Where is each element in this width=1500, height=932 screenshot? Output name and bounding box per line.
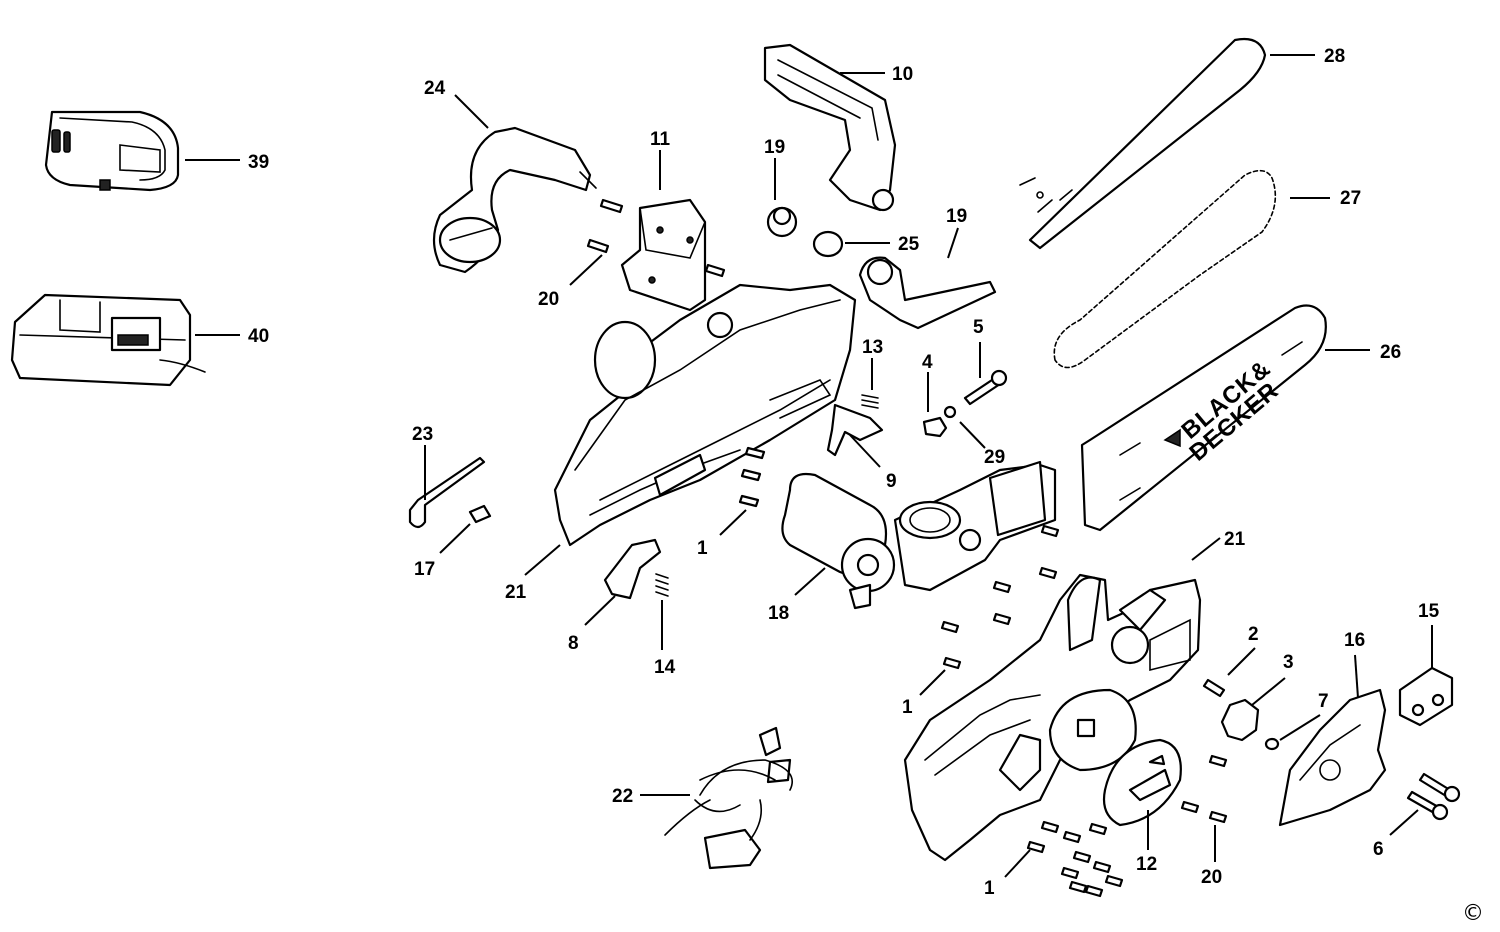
bar-nut-part [1398, 666, 1454, 727]
callout-2: 2 [1248, 624, 1259, 645]
callout-12: 12 [1136, 854, 1157, 875]
callout-1-middle: 1 [902, 697, 913, 718]
front-handle-part [432, 126, 597, 274]
callout-16: 16 [1344, 630, 1365, 651]
callout-18: 18 [768, 603, 789, 624]
callout-24: 24 [424, 78, 446, 99]
callout-20-left: 20 [538, 289, 559, 310]
small-washer-part [1264, 737, 1280, 751]
housing-half-part [903, 573, 1202, 862]
nut-part [922, 416, 948, 438]
bolt-part [963, 369, 1008, 406]
side-cover-part [1278, 688, 1387, 827]
callout-1-upper: 1 [697, 538, 708, 559]
switch-wiring-part [664, 726, 793, 870]
sprocket-part [1220, 698, 1260, 742]
oil-cap-lever-part [858, 256, 997, 330]
callout-7: 7 [1318, 691, 1329, 712]
callout-40: 40 [248, 326, 269, 347]
guide-bar-lower-part [1080, 304, 1327, 532]
chain-brake-guard-part [763, 43, 897, 212]
callout-29: 29 [984, 447, 1005, 468]
callout-6: 6 [1373, 839, 1384, 860]
callout-1-lower: 1 [984, 878, 995, 899]
callout-25: 25 [898, 234, 920, 255]
callout-23: 23 [412, 424, 433, 445]
callout-22: 22 [612, 786, 633, 807]
washer-part [943, 405, 957, 419]
callout-19-knob: 19 [764, 137, 785, 158]
sprocket-cover-part [1102, 738, 1182, 827]
small-clip-part [468, 504, 492, 524]
callout-13: 13 [862, 337, 883, 358]
loose-screws [738, 446, 1228, 898]
callout-3: 3 [1283, 652, 1294, 673]
saw-chain-part [1053, 169, 1277, 369]
callout-10: 10 [892, 64, 913, 85]
cover-block-part [620, 198, 707, 312]
hex-key-part [408, 456, 486, 529]
callout-labels: 39 40 24 11 10 19 25 19 28 27 26 20 13 4… [248, 46, 1440, 899]
spring-part [861, 394, 879, 409]
battery-pack-part [44, 110, 180, 192]
knob-part [766, 206, 798, 238]
callout-20-right: 20 [1201, 867, 1222, 888]
callout-11: 11 [650, 129, 671, 150]
guide-bar-upper-part [1019, 37, 1267, 250]
callout-17: 17 [414, 559, 435, 580]
callout-9: 9 [886, 471, 897, 492]
bar-bolts-part [1406, 772, 1461, 821]
trigger-part [826, 403, 884, 457]
callout-14: 14 [654, 657, 676, 678]
callout-4: 4 [922, 352, 933, 373]
callout-21-left: 21 [505, 582, 527, 603]
coil-spring-part [655, 573, 669, 597]
screw-set-upper-left [586, 198, 726, 278]
switch-part [603, 538, 662, 600]
callout-21-right: 21 [1224, 529, 1246, 550]
leader-lines [185, 54, 1433, 878]
callout-5: 5 [973, 317, 984, 338]
copyright-mark: © [1462, 901, 1484, 926]
main-housing-part [553, 283, 857, 547]
callout-27: 27 [1340, 188, 1361, 209]
callout-39: 39 [248, 152, 269, 173]
callout-19-lever: 19 [946, 206, 967, 227]
callout-15: 15 [1418, 601, 1440, 622]
motor-gearbox-part [781, 460, 1057, 610]
callout-8: 8 [568, 633, 579, 654]
callout-26: 26 [1380, 342, 1401, 363]
callout-28: 28 [1324, 46, 1345, 67]
charger-part [10, 293, 206, 387]
o-ring-part [812, 230, 844, 258]
